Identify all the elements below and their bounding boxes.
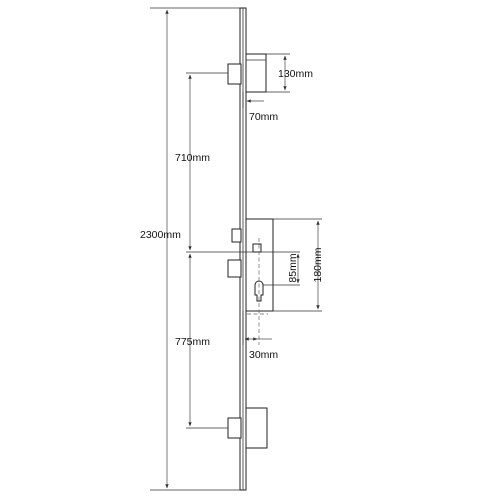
- gearbox: [227, 218, 274, 312]
- upper-spacing-label: 710mm: [175, 152, 210, 164]
- bottom-locking-point: [227, 407, 268, 449]
- lower-spacing-label: 775mm: [175, 336, 210, 348]
- dimension-lines: [165, 9, 320, 489]
- backset-top-label: 70mm: [249, 111, 278, 123]
- extension-lines: [150, 7, 322, 491]
- backset-main-label: 30mm: [249, 349, 278, 361]
- overall-length-label: 2300mm: [140, 229, 181, 241]
- centre-distance-label: 85mm: [287, 253, 299, 282]
- faceplate: [239, 7, 247, 491]
- follower: [252, 243, 262, 253]
- dimension-labels: 2300mm 710mm 775mm 130mm 70mm 85mm 180mm…: [140, 68, 324, 361]
- top-locking-point: [227, 53, 267, 93]
- gearbox-height-label: 180mm: [312, 247, 324, 282]
- centre-lines: [247, 238, 268, 345]
- hook-depth-label: 130mm: [278, 68, 313, 80]
